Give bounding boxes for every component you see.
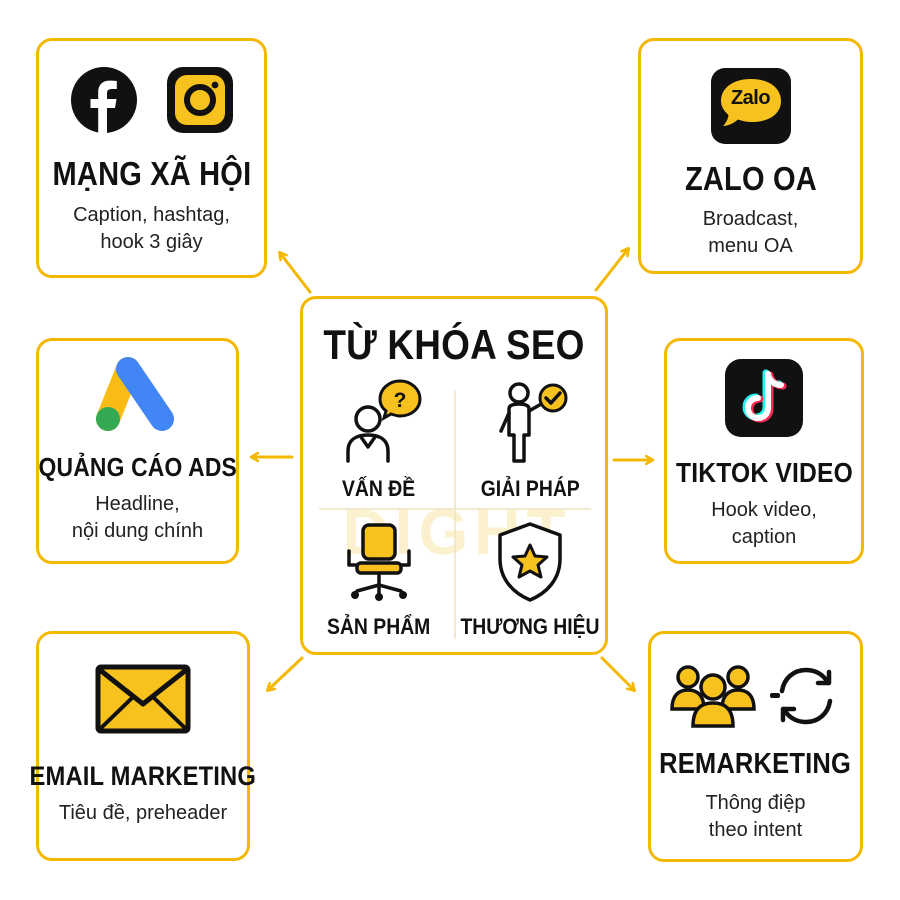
- facebook-icon: [70, 66, 138, 139]
- channel-description: Headline, nội dung chính: [71, 493, 204, 542]
- arrow-to-remarketing: [600, 656, 634, 690]
- envelope-icon: [95, 664, 191, 739]
- hub-dividers: [319, 391, 591, 639]
- hub-cell-product: SẢN PHẨM: [303, 521, 455, 640]
- zalo-icon: Zalo: [710, 68, 791, 144]
- channel-description: Thông điệp theo intent: [705, 792, 806, 841]
- social-media-card: MẠNG XÃ HỘI Caption, hashtag, hook 3 giâ…: [36, 38, 267, 278]
- person-question-icon: ?: [334, 379, 424, 468]
- svg-text:?: ?: [394, 389, 407, 412]
- refresh-cycle-icon: [769, 663, 842, 734]
- channel-title: QUẢNG CÁO ADS: [38, 452, 237, 482]
- channel-title: MẠNG XÃ HỘI: [52, 155, 251, 192]
- hub-cell-solution: GIẢI PHÁP: [455, 379, 605, 502]
- channel-description: Broadcast, menu OA: [702, 208, 799, 257]
- channel-title: REMARKETING: [659, 748, 852, 780]
- hub-cell-label: VẤN ĐỀ: [342, 476, 416, 501]
- person-check-icon: [485, 379, 575, 468]
- google-ads-card: QUẢNG CÁO ADS Headline, nội dung chính: [36, 338, 239, 564]
- people-group-icon: [669, 663, 756, 734]
- arrow-to-social: [280, 253, 312, 294]
- hub-cell-label: THƯƠNG HIỆU: [460, 614, 600, 639]
- channel-description: Hook video, caption: [711, 499, 817, 548]
- email-marketing-card: EMAIL MARKETING Tiêu đề, preheader: [30, 631, 256, 861]
- remarketing-card: REMARKETING Thông điệp theo intent: [648, 631, 863, 862]
- channel-title: TIKTOK VIDEO: [675, 457, 853, 488]
- zalo-oa-card: Zalo ZALO OA Broadcast, menu OA: [638, 38, 863, 274]
- tiktok-icon: [724, 358, 804, 443]
- hub-cell-brand: THƯƠNG HIỆU: [455, 521, 605, 640]
- office-chair-icon: [339, 521, 419, 608]
- seo-keyword-hub: DIGHT TỪ KHÓA SEO ? VẤN ĐỀ: [300, 296, 608, 655]
- hub-cell-label: SẢN PHẨM: [327, 614, 431, 639]
- arrow-to-zalo: [594, 249, 628, 292]
- channel-description: Caption, hashtag, hook 3 giây: [73, 204, 230, 253]
- instagram-icon: [166, 66, 234, 139]
- hub-cell-label: GIẢI PHÁP: [480, 476, 580, 501]
- arrow-to-email: [268, 656, 304, 690]
- channel-title: EMAIL MARKETING: [29, 761, 257, 791]
- channel-description: Tiêu đề, preheader: [58, 802, 228, 824]
- hub-cell-problem: ? VẤN ĐỀ: [303, 379, 455, 502]
- hub-title: TỪ KHÓA SEO: [323, 321, 585, 368]
- tiktok-video-card: TIKTOK VIDEO Hook video, caption: [664, 338, 864, 564]
- google-ads-icon: [95, 357, 180, 438]
- shield-star-icon: [494, 521, 566, 608]
- channel-title: ZALO OA: [684, 160, 817, 197]
